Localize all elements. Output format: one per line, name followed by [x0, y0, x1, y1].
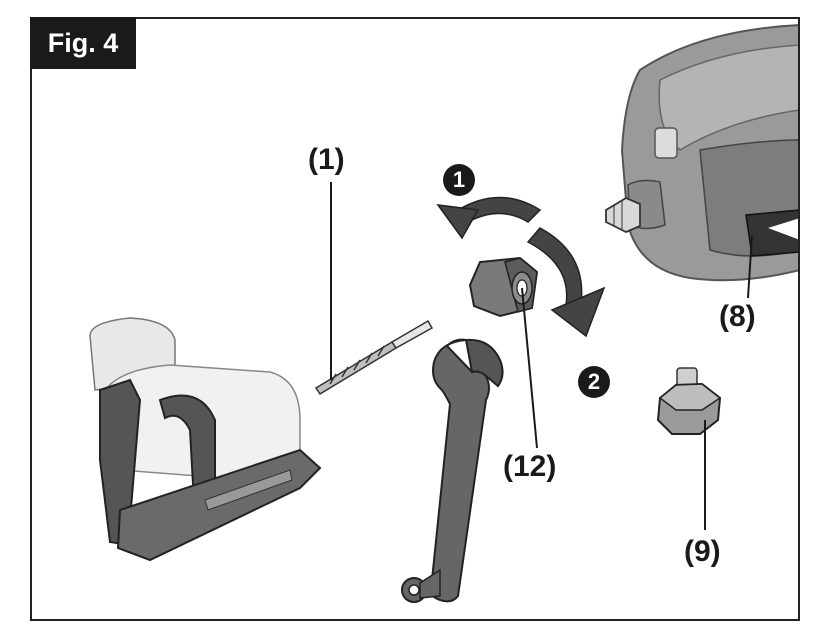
- wrench: [401, 338, 504, 603]
- leader-12: [521, 287, 538, 449]
- callout-8: (8): [719, 300, 756, 333]
- arrow-tighten: [526, 227, 606, 338]
- drill-bit: [314, 319, 434, 396]
- step-1-badge: 1: [443, 164, 475, 196]
- callout-1: (1): [308, 143, 345, 176]
- rotary-tool: [605, 24, 798, 282]
- callout-9: (9): [684, 535, 721, 568]
- callout-12: (12): [503, 450, 557, 483]
- leader-8: [747, 234, 753, 299]
- figure-label: Fig. 4: [30, 17, 136, 69]
- cutting-guide: [89, 317, 322, 562]
- adjustment-knob: [656, 367, 722, 435]
- arrow-loosen: [436, 196, 542, 240]
- collet-nut: [468, 256, 539, 318]
- step-2-badge: 2: [578, 366, 610, 398]
